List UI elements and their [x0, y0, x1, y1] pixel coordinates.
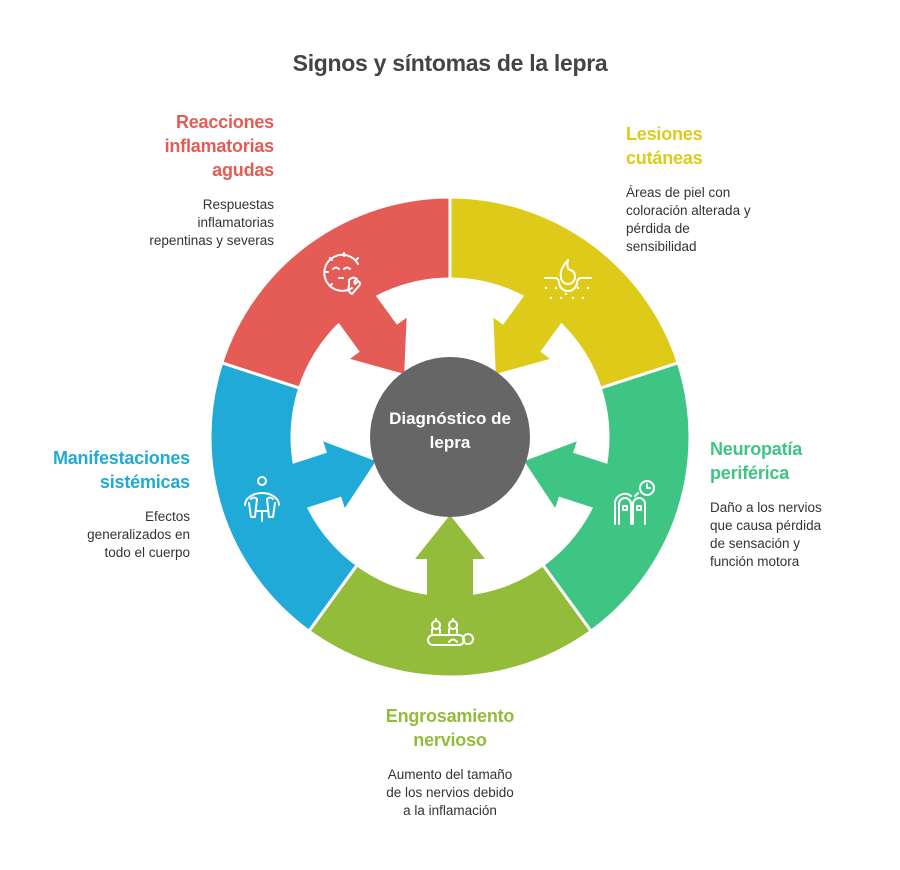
- arrow-reacciones: [335, 290, 407, 374]
- segment-engrosamiento: [306, 562, 594, 679]
- description-line: repentinas y severas: [149, 233, 274, 248]
- description-line: todo el cuerpo: [104, 545, 190, 560]
- label-title: Manifestaciones sistémicas: [0, 446, 190, 494]
- title-line: agudas: [212, 160, 274, 180]
- title-line: cutáneas: [626, 148, 703, 168]
- arrow-engrosamiento: [415, 515, 485, 601]
- description-line: sensibilidad: [626, 239, 697, 254]
- label-title: Engrosamiento nervioso: [350, 704, 550, 752]
- description-line: Aumento del tamaño: [387, 767, 513, 782]
- center-label: Diagnóstico de lepra: [389, 409, 511, 452]
- label-title: Reacciones inflamatorias agudas: [74, 110, 275, 182]
- title-line: Neuropatía: [710, 439, 803, 459]
- label-reacciones: Reacciones inflamatorias agudas Respuest…: [74, 110, 274, 250]
- label-engrosamiento: Engrosamiento nervioso Aumento del tamañ…: [350, 704, 550, 820]
- description-line: generalizados en: [87, 527, 190, 542]
- sneezing-face-icon: [323, 252, 361, 295]
- label-lesiones: Lesiones cutáneas Áreas de piel con colo…: [626, 122, 826, 256]
- title-line: periférica: [710, 463, 790, 483]
- description-line: Efectos: [144, 509, 190, 524]
- title-line: Engrosamiento: [385, 706, 515, 726]
- description-line: Áreas de piel con: [626, 185, 731, 200]
- description-line: Daño a los nervios: [710, 500, 822, 515]
- page-title: Signos y síntomas de la lepra: [292, 50, 608, 76]
- label-title: Lesiones cutáneas: [626, 122, 826, 170]
- description-line: de los nervios debido: [386, 785, 514, 800]
- title-line: nervioso: [413, 730, 487, 750]
- label-description: Daño a los nervios que causa pérdida de …: [710, 499, 890, 571]
- title-line: sistémicas: [99, 472, 190, 492]
- arrow-neuropatia: [524, 441, 614, 510]
- title-line: inflamatorias: [164, 136, 275, 156]
- label-description: Aumento del tamaño de los nervios debido…: [350, 766, 550, 820]
- title-line: Reacciones: [175, 112, 274, 132]
- description-line: Respuestas: [202, 197, 274, 212]
- description-line: pérdida de: [626, 221, 690, 236]
- center-circle: [370, 357, 530, 517]
- label-manifestaciones: Manifestaciones sistémicas Efectos gener…: [0, 446, 190, 562]
- label-description: Áreas de piel con coloración alterada y …: [626, 184, 826, 256]
- label-title: Neuropatía periférica: [710, 437, 890, 485]
- segment-lesiones: [448, 195, 681, 391]
- description-line: función motora: [710, 554, 800, 569]
- segment-reacciones: [219, 195, 452, 391]
- label-description: Respuestas inflamatorias repentinas y se…: [74, 196, 274, 250]
- arrow-manifestaciones: [286, 441, 376, 510]
- title-line: Manifestaciones: [52, 448, 190, 468]
- label-description: Efectos generalizados en todo el cuerpo: [0, 508, 190, 562]
- description-line: coloración alterada y: [626, 203, 751, 218]
- description-line: que causa pérdida: [710, 518, 822, 533]
- description-line: de sensación y: [710, 536, 801, 551]
- title-line: Lesiones: [626, 124, 703, 144]
- inward-arrows: [286, 290, 614, 601]
- arrow-lesiones: [493, 290, 565, 374]
- description-line: a la inflamación: [403, 803, 497, 818]
- skin-droplet-icon: [544, 259, 592, 300]
- description-line: inflamatorias: [197, 215, 274, 230]
- massage-therapy-icon: [427, 618, 474, 646]
- fingers-clock-icon: [614, 480, 655, 525]
- label-neuropatia: Neuropatía periférica Daño a los nervios…: [710, 437, 890, 571]
- person-body-icon: [244, 476, 280, 522]
- segment-manifestaciones: [208, 360, 360, 634]
